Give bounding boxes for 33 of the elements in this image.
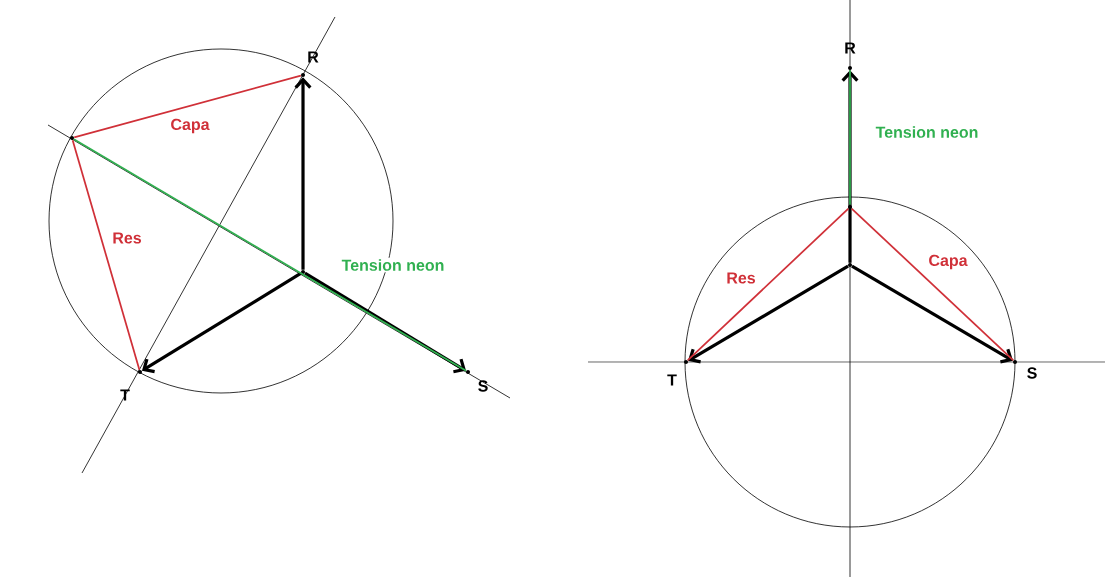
connecting-line — [73, 138, 467, 372]
vector-point — [848, 66, 852, 70]
connecting-line — [849, 69, 851, 206]
point-label: S — [478, 380, 488, 392]
vector-arrow — [141, 271, 302, 374]
vector-point — [466, 370, 470, 374]
vector-point — [70, 136, 74, 140]
point-label: R — [845, 42, 856, 54]
vector-point — [848, 263, 852, 267]
vector-point — [138, 370, 142, 374]
vector-point — [301, 73, 305, 77]
point-label: T — [120, 389, 130, 401]
vector-point — [684, 360, 688, 364]
vector-arrow — [294, 77, 312, 270]
edge-label: Res — [111, 231, 143, 245]
vector-arrow — [687, 264, 849, 364]
edge-label: Tension neon — [874, 124, 980, 140]
connecting-line — [850, 207, 1015, 362]
vector-arrow — [304, 271, 467, 374]
connecting-line — [686, 207, 850, 362]
point-label: T — [667, 374, 677, 386]
edge-label: Capa — [927, 253, 969, 271]
connecting-line — [71, 139, 141, 371]
edge-label: Capa — [169, 117, 211, 135]
vector-point — [301, 270, 305, 274]
edge-label: Tension neon — [340, 257, 446, 273]
vector-arrow — [841, 70, 859, 263]
connecting-line — [73, 74, 302, 139]
edge-label: Res — [725, 271, 757, 285]
vector-point — [1013, 360, 1017, 364]
point-label: S — [1027, 367, 1037, 379]
vector-arrow — [851, 264, 1014, 364]
point-label: R — [308, 51, 319, 63]
